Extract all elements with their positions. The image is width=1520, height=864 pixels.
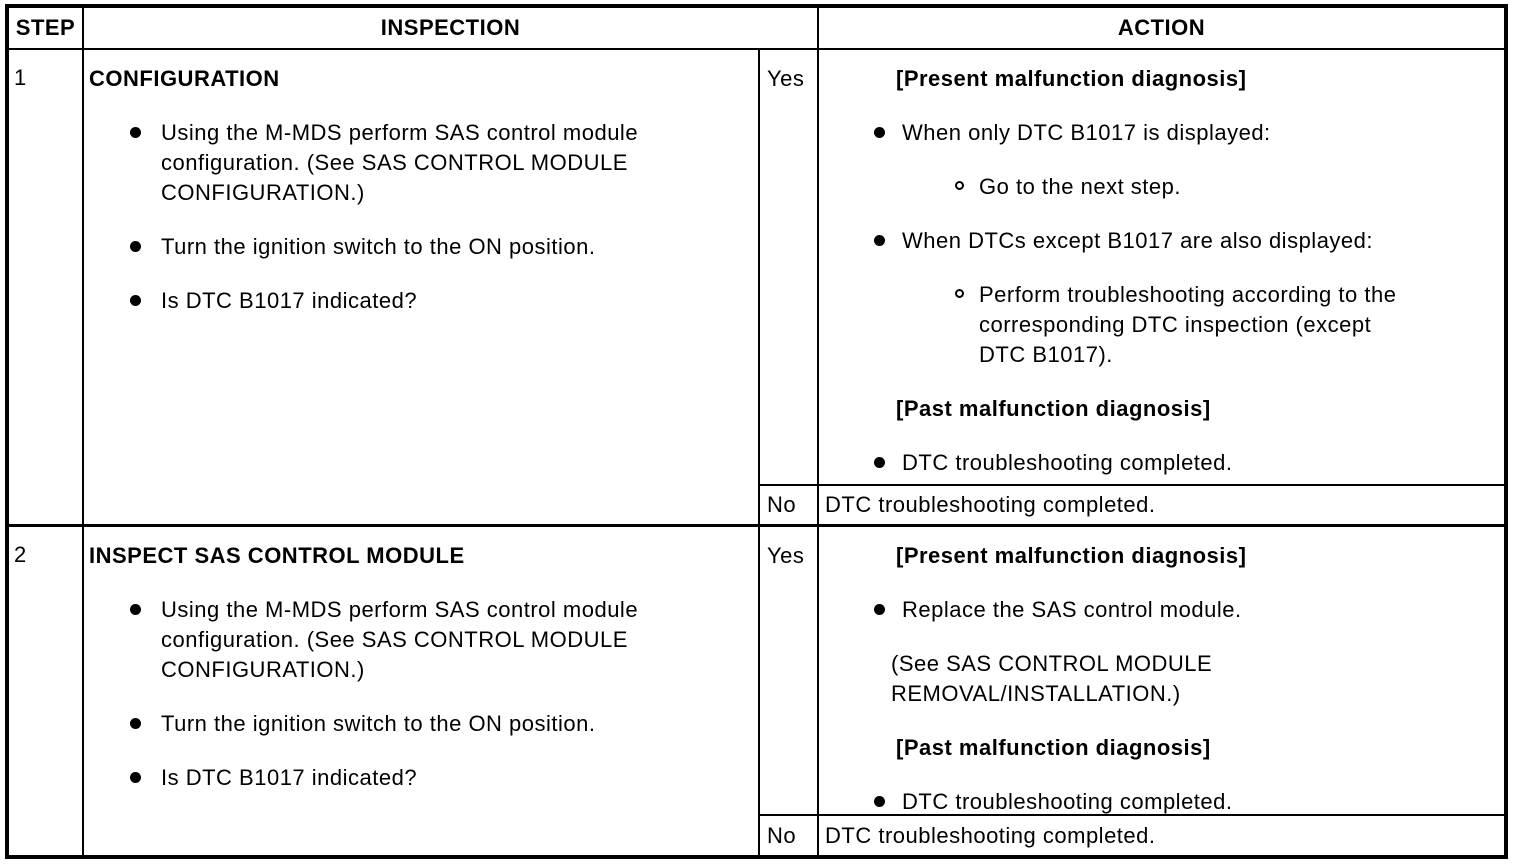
action-sub-bullet-item: Go to the next step. [819,172,1504,202]
bullet-dot-icon [874,604,885,615]
action-cell: Yes [Present malfunction diagnosis] Repl… [760,527,1504,855]
bullet-dot-icon [130,718,141,729]
diagnostic-procedure-table: STEP INSPECTION ACTION 1 CONFIGURATION U… [5,4,1508,859]
inspection-bullet-item: Is DTC B1017 indicated? [84,763,758,793]
inspection-bullet-item: Turn the ignition switch to the ON posit… [84,232,758,262]
inspection-cell: INSPECT SAS CONTROL MODULE Using the M-M… [84,527,760,855]
step-row-2: 2 INSPECT SAS CONTROL MODULE Using the M… [9,524,1504,855]
yes-action-row: Yes [Present malfunction diagnosis] Repl… [760,527,1504,814]
inspection-cell: CONFIGURATION Using the M-MDS perform SA… [84,50,760,524]
inspection-title: INSPECT SAS CONTROL MODULE [89,543,465,568]
bullet-text: Go to the next step. [979,174,1182,199]
bullet-dot-icon [130,604,141,615]
inspection-bullet-item: Is DTC B1017 indicated? [84,286,758,316]
bullet-text: When only DTC B1017 is displayed: [902,120,1271,145]
yes-action-content: [Present malfunction diagnosis] When onl… [819,50,1504,484]
yes-label-cell: Yes [760,50,819,484]
inspection-bullet-item: Using the M-MDS perform SAS control modu… [84,118,758,208]
action-heading: [Present malfunction diagnosis] [896,66,1247,91]
action-plain-text: (See SAS CONTROL MODULE REMOVAL/INSTALLA… [891,651,1213,706]
bullet-text: Turn the ignition switch to the ON posit… [161,234,596,259]
no-action-row: No DTC troubleshooting completed. [760,484,1504,524]
action-bullet-item: When DTCs except B1017 are also displaye… [819,226,1504,256]
header-step-cell: STEP [9,8,84,48]
no-label-cell: No [760,816,819,855]
bullet-dot-icon [874,235,885,246]
sub-bullet-circle-icon [955,289,964,298]
bullet-dot-icon [130,241,141,252]
no-action-text: DTC troubleshooting completed. [825,822,1156,848]
bullet-dot-icon [874,457,885,468]
action-bullet-item: Replace the SAS control module. [819,595,1504,625]
bullet-text: Is DTC B1017 indicated? [161,765,418,790]
bullet-dot-icon [874,796,885,807]
step-row-1: 1 CONFIGURATION Using the M-MDS perform … [9,50,1504,524]
bullet-text: Turn the ignition switch to the ON posit… [161,711,596,736]
step-number-cell: 1 [9,50,84,524]
yes-label-cell: Yes [760,527,819,814]
table-header-row: STEP INSPECTION ACTION [9,8,1504,50]
no-label: No [767,822,797,848]
bullet-text: When DTCs except B1017 are also displaye… [902,228,1374,253]
inspection-title: CONFIGURATION [89,66,280,91]
bullet-dot-icon [130,295,141,306]
bullet-text: Perform troubleshooting according to the… [979,282,1397,367]
inspection-bullet-item: Using the M-MDS perform SAS control modu… [84,595,758,685]
bullet-text: DTC troubleshooting completed. [902,789,1233,814]
yes-action-row: Yes [Present malfunction diagnosis] When… [760,50,1504,484]
bullet-text: Using the M-MDS perform SAS control modu… [161,120,639,205]
bullet-text: Replace the SAS control module. [902,597,1242,622]
no-label: No [767,492,797,517]
action-heading: [Present malfunction diagnosis] [896,543,1247,568]
bullet-text: DTC troubleshooting completed. [902,450,1233,475]
action-bullet-item: DTC troubleshooting completed. [819,787,1504,814]
action-heading: [Past malfunction diagnosis] [896,396,1211,421]
bullet-dot-icon [130,772,141,783]
action-bullet-item: DTC troubleshooting completed. [819,448,1504,478]
inspection-bullet-item: Turn the ignition switch to the ON posit… [84,709,758,739]
bullet-dot-icon [130,127,141,138]
header-inspection-cell: INSPECTION [84,8,819,48]
bullet-text: Using the M-MDS perform SAS control modu… [161,597,639,682]
sub-bullet-circle-icon [955,181,964,190]
no-label-cell: No [760,486,819,524]
header-action-cell: ACTION [1117,15,1206,40]
no-action-row: No DTC troubleshooting completed. [760,814,1504,855]
bullet-text: Is DTC B1017 indicated? [161,288,418,313]
action-bullet-item: When only DTC B1017 is displayed: [819,118,1504,148]
action-cell: Yes [Present malfunction diagnosis] When… [760,50,1504,524]
bullet-dot-icon [874,127,885,138]
no-action-text: DTC troubleshooting completed. [825,492,1156,517]
step-number-cell: 2 [9,527,84,855]
action-heading: [Past malfunction diagnosis] [896,735,1211,760]
yes-action-content: [Present malfunction diagnosis] Replace … [819,527,1504,814]
action-sub-bullet-item: Perform troubleshooting according to the… [819,280,1504,370]
